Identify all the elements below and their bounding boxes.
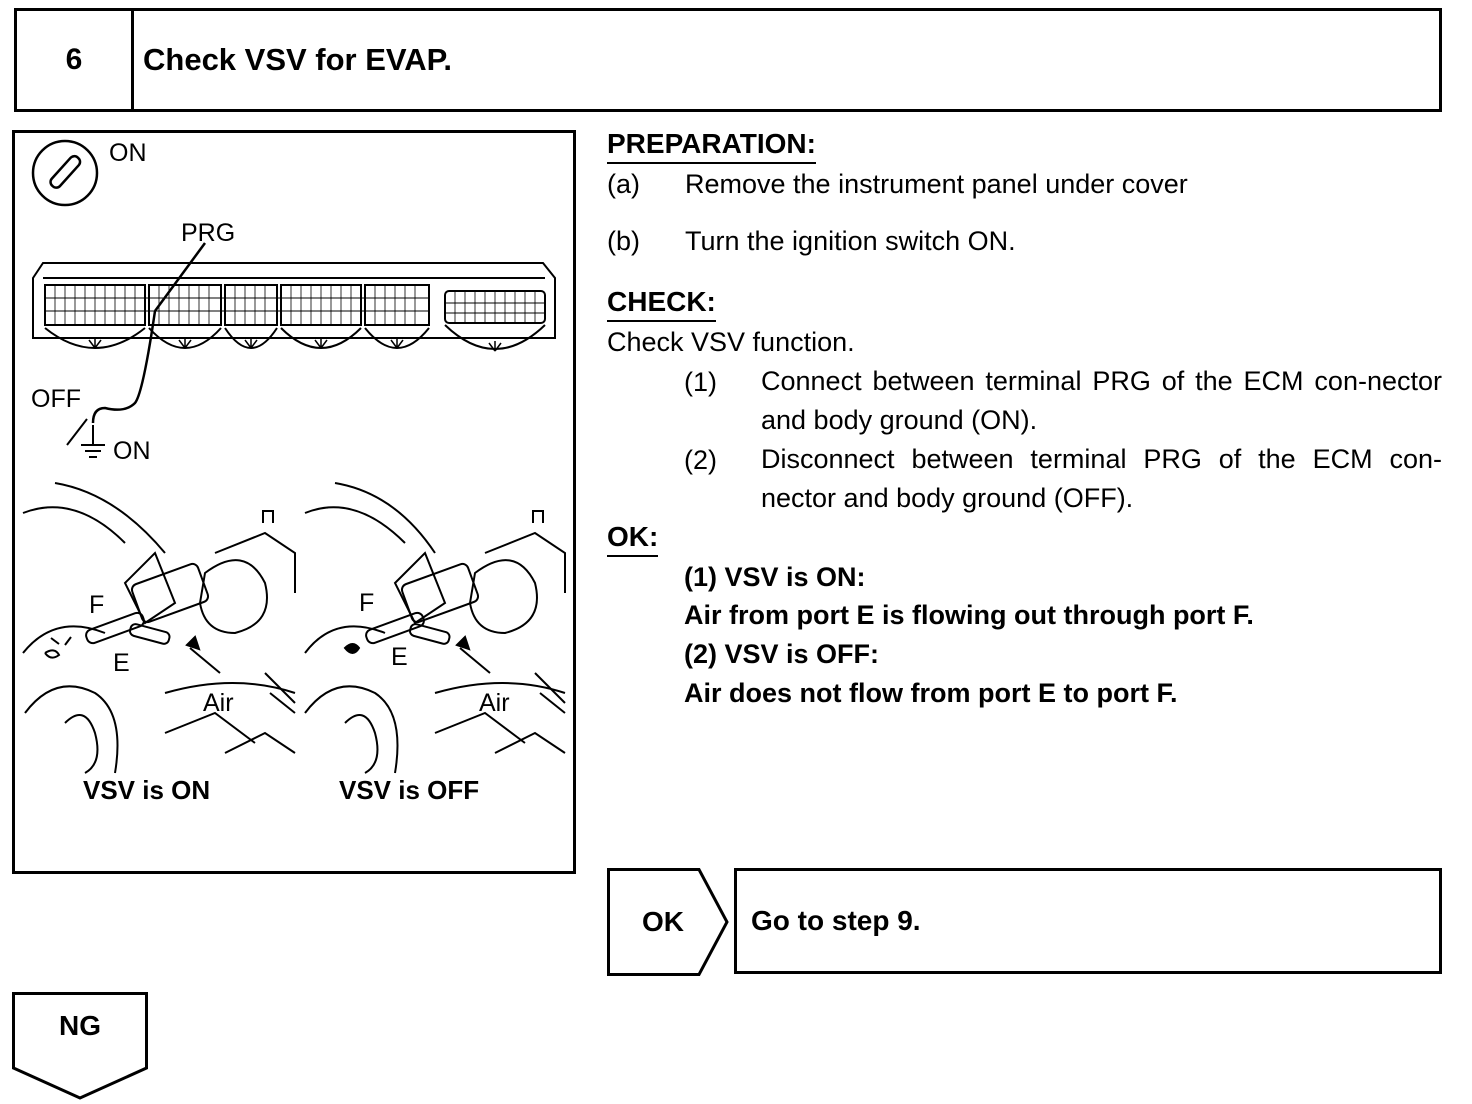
caption-vsv-off: VSV is OFF	[339, 775, 480, 805]
port-f-label-right: F	[359, 589, 375, 617]
prg-lead-wire	[91, 242, 207, 424]
preparation-marker-a: (a)	[607, 169, 640, 199]
port-f-label-left: F	[89, 591, 105, 619]
ok-result-box: Go to step 9.	[734, 868, 1442, 974]
port-e-label-right: E	[391, 643, 408, 671]
check-heading: CHECK:	[607, 286, 716, 322]
ok-result-text: Go to step 9.	[751, 905, 921, 936]
ok-result-arrow: OK	[607, 868, 729, 976]
ok-line-2: Air from port E is flowing out through p…	[684, 600, 1254, 630]
check-intro: Check VSV function.	[607, 327, 855, 357]
ok-label: OK	[642, 906, 684, 937]
illustration-panel: ON PRG OFF ON F E Air F E Air VSV is ON …	[12, 130, 576, 874]
air-label-left: Air	[203, 689, 234, 717]
ignition-key-icon	[31, 139, 99, 207]
ng-label: NG	[59, 1010, 101, 1041]
vsv-off-drawing	[304, 482, 566, 774]
caption-vsv-on: VSV is ON	[83, 775, 211, 805]
ng-arrow-shape	[12, 992, 148, 1100]
switch-on-label: ON	[113, 437, 151, 465]
preparation-marker-b: (b)	[607, 226, 640, 256]
preparation-heading: PREPARATION:	[607, 128, 816, 164]
port-e-label-left: E	[113, 649, 130, 677]
illustration-drawing	[22, 139, 566, 774]
check-step-2: Disconnect between terminal PRG of the E…	[761, 444, 1442, 513]
ground-symbol-icon	[66, 418, 105, 458]
check-marker-2: (2)	[684, 445, 717, 475]
ng-result-arrow: NG	[12, 992, 148, 1100]
check-marker-1: (1)	[684, 367, 717, 397]
prg-terminal-label: PRG	[181, 219, 236, 247]
preparation-step-b: Turn the ignition switch ON.	[685, 226, 1016, 256]
vsv-on-drawing	[22, 482, 296, 774]
air-label-right: Air	[479, 689, 510, 717]
check-step-1: Connect between terminal PRG of the ECM …	[761, 366, 1442, 435]
ok-line-1: (1) VSV is ON:	[684, 562, 866, 592]
ok-arrow-shape	[607, 868, 729, 976]
ignition-on-label: ON	[109, 139, 147, 167]
ok-line-4: Air does not flow from port E to port F.	[684, 678, 1178, 708]
step-header: 6 Check VSV for EVAP.	[14, 8, 1442, 112]
switch-off-label: OFF	[31, 385, 81, 413]
ok-line-3: (2) VSV is OFF:	[684, 639, 880, 669]
ecm-connector	[32, 262, 556, 352]
preparation-step-a: Remove the instrument panel under cover	[685, 169, 1188, 199]
step-number: 6	[17, 11, 134, 109]
step-title: Check VSV for EVAP.	[143, 42, 452, 77]
ok-heading: OK:	[607, 521, 659, 557]
